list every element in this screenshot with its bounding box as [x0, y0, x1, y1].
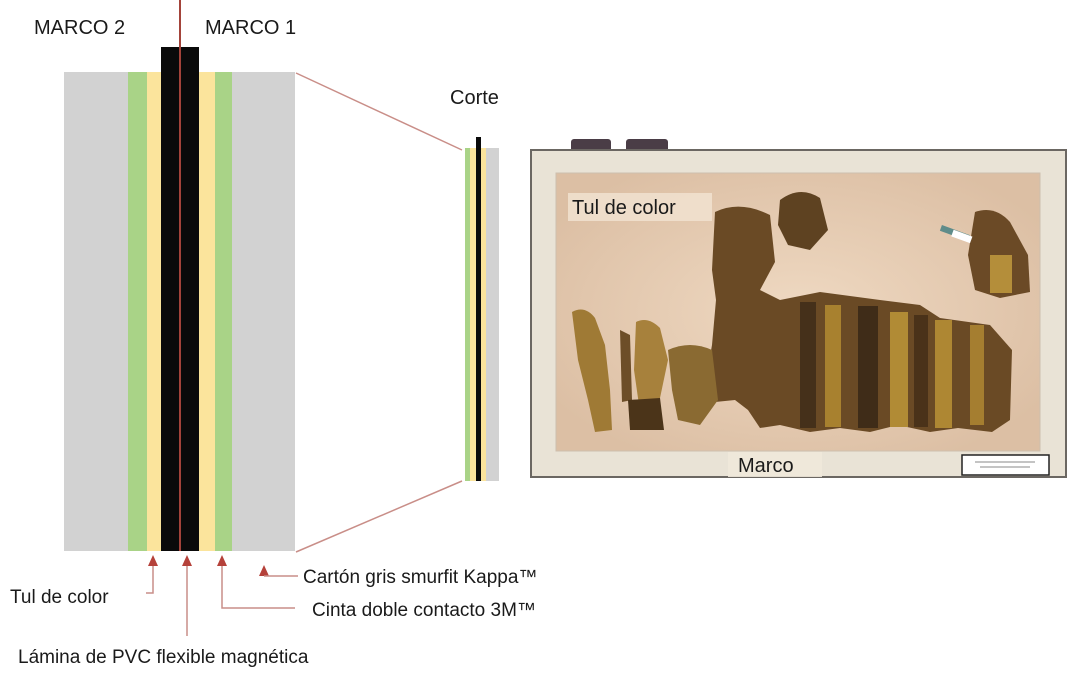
carton-layer-left — [64, 72, 128, 551]
textile-fragments — [572, 191, 1030, 432]
arrow-up-icon — [182, 555, 192, 566]
tul-de-color-photo-label: Tul de color — [572, 197, 676, 219]
cinta-layer-right — [199, 72, 215, 551]
small-pvc — [476, 137, 481, 481]
arrow-up-icon — [259, 565, 269, 576]
marco-photo-label: Marco — [738, 455, 794, 477]
small-cinta-left — [470, 148, 476, 481]
small-cinta-right — [481, 148, 486, 481]
arrow-up-icon — [148, 555, 158, 566]
carton-label: Cartón gris smurfit Kappa™ — [303, 567, 537, 588]
lamina-label: Lámina de PVC flexible magnética — [18, 647, 309, 668]
cross-section-large — [64, 0, 295, 551]
marco-1-label: MARCO 1 — [205, 17, 296, 39]
catalog-label — [961, 454, 1050, 476]
marco-2-label: MARCO 2 — [34, 17, 125, 39]
framed-textile-photo: Tul de color Marco — [530, 139, 1067, 478]
small-carton-right — [486, 148, 499, 481]
cross-section-small — [465, 137, 499, 481]
arrow-up-icon — [217, 555, 227, 566]
corte-label: Corte — [450, 87, 499, 109]
cinta-label: Cinta doble contacto 3M™ — [312, 600, 536, 621]
tul-de-color-label: Tul de color — [10, 587, 109, 608]
tul-layer-left — [128, 72, 147, 551]
callouts — [146, 555, 298, 636]
carton-layer-right — [232, 72, 295, 551]
tul-layer-right — [215, 72, 232, 551]
small-tul-left — [465, 148, 470, 481]
zoom-guides — [295, 72, 463, 553]
cinta-layer-left — [147, 72, 161, 551]
